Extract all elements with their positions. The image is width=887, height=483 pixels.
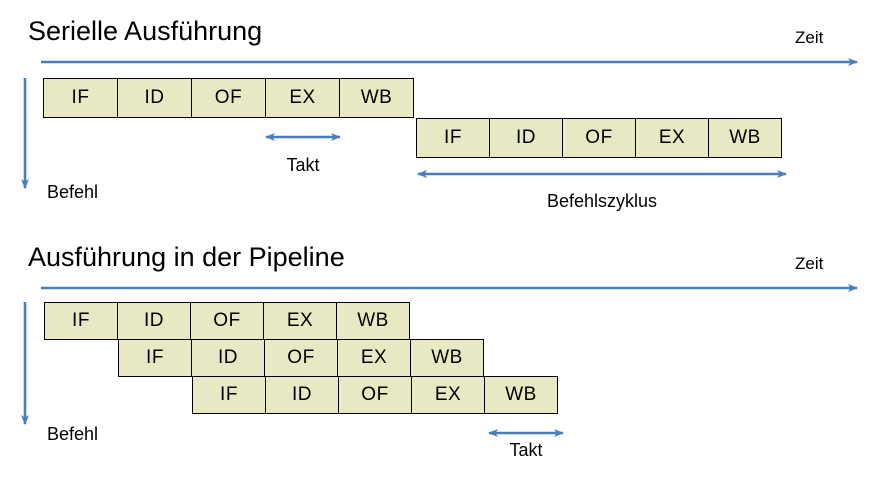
pipeline-instruction-row-3: IF ID OF EX WB (192, 376, 558, 414)
stage-cell: WB (484, 376, 558, 414)
stage-cell: IF (44, 302, 118, 340)
serial-instruction-axis-label: Befehl (47, 182, 99, 202)
stage-cell: EX (265, 78, 340, 118)
stage-cell: IF (416, 118, 490, 158)
stage-cell: EX (337, 339, 411, 377)
pipeline-instruction-axis-label: Befehl (47, 424, 99, 444)
stage-cell: ID (117, 78, 192, 118)
pipeline-clock-label: Takt (509, 440, 543, 460)
stage-cell: WB (339, 78, 414, 118)
stage-cell: ID (117, 302, 191, 340)
stage-cell: OF (190, 302, 264, 340)
stage-cell: WB (410, 339, 484, 377)
stage-cell: ID (265, 376, 339, 414)
pipeline-section-title: Ausführung in der Pipeline (28, 242, 345, 272)
stage-cell: WB (708, 118, 782, 158)
stage-cell: ID (489, 118, 563, 158)
stage-cell: IF (43, 78, 118, 118)
serial-clock-label: Takt (286, 155, 320, 175)
pipeline-time-axis-label: Zeit (795, 254, 824, 273)
stage-cell: OF (264, 339, 338, 377)
stage-cell: OF (191, 78, 266, 118)
stage-cell: EX (411, 376, 485, 414)
serial-section-title: Serielle Ausführung (28, 16, 263, 46)
serial-instruction-row-1: IF ID OF EX WB (43, 78, 414, 118)
pipeline-instruction-row-1: IF ID OF EX WB (44, 302, 410, 340)
stage-cell: EX (263, 302, 337, 340)
serial-instruction-row-2: IF ID OF EX WB (416, 118, 782, 158)
stage-cell: IF (118, 339, 192, 377)
stage-cell: OF (338, 376, 412, 414)
stage-cell: OF (562, 118, 636, 158)
serial-cycle-label: Befehlszyklus (546, 191, 658, 211)
stage-cell: IF (192, 376, 266, 414)
stage-cell: WB (336, 302, 410, 340)
serial-time-axis-label: Zeit (795, 28, 824, 47)
pipeline-instruction-row-2: IF ID OF EX WB (118, 339, 484, 377)
stage-cell: EX (635, 118, 709, 158)
stage-cell: ID (191, 339, 265, 377)
